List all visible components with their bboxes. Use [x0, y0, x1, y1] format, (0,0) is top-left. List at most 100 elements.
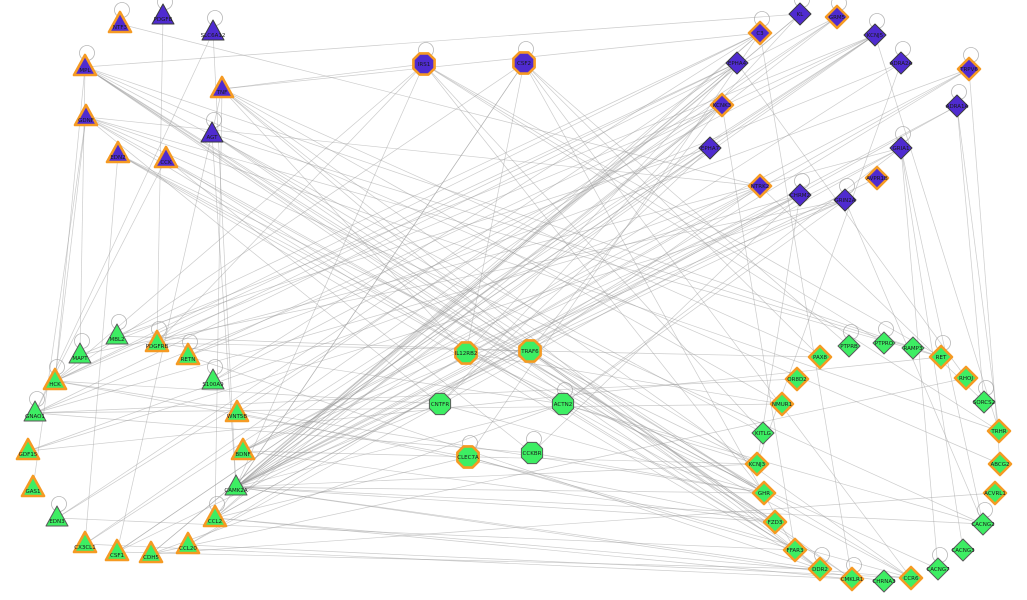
node-GHR[interactable] — [751, 480, 777, 506]
node-CCK[interactable] — [153, 145, 179, 169]
node-GRM5[interactable] — [824, 4, 850, 30]
node-GDF15[interactable] — [15, 437, 41, 461]
edge-HCK-EPHA4 — [54, 62, 738, 382]
edge-GDNF-CACNG2 — [85, 116, 984, 525]
diamond-shape-CACNG3 — [951, 538, 975, 562]
node-MPL[interactable] — [72, 53, 98, 77]
node-ACTN2[interactable] — [551, 392, 575, 416]
node-PTPRO[interactable] — [872, 331, 896, 355]
node-CLEC7A[interactable] — [456, 445, 480, 469]
triangle-shape-AGT — [200, 121, 224, 143]
diamond-shape-CMKLR1 — [839, 566, 865, 592]
node-KL[interactable] — [788, 2, 812, 26]
node-CACNG2[interactable] — [971, 512, 995, 536]
edge-MAPT-KCNJ5 — [79, 34, 876, 356]
edge-CAMK2A-KL — [235, 13, 801, 488]
node-CCKBR[interactable] — [520, 441, 544, 465]
edge-GRIA1-CACNG3 — [900, 147, 964, 551]
node-AVPR1B[interactable] — [864, 165, 890, 191]
node-FFAR3[interactable] — [782, 537, 808, 563]
node-CDH5[interactable] — [138, 540, 164, 564]
node-EDN2[interactable] — [105, 140, 131, 164]
node-EPHA7[interactable] — [698, 136, 722, 160]
node-IRS1[interactable] — [412, 52, 436, 76]
node-CACNG7[interactable] — [926, 557, 950, 581]
node-CAMK2A[interactable] — [224, 474, 248, 496]
node-EDN3[interactable] — [45, 505, 69, 527]
node-NTF3[interactable] — [107, 10, 133, 34]
node-KITLG[interactable] — [751, 421, 775, 445]
diamond-shape-KITLG — [751, 421, 775, 445]
node-KCNK3[interactable] — [709, 92, 735, 118]
node-GAS1[interactable] — [20, 474, 46, 498]
node-DDR2[interactable] — [807, 556, 833, 582]
node-RET[interactable] — [928, 344, 954, 370]
node-CCL2[interactable] — [202, 504, 228, 528]
edge-KCNK3-FFAR3 — [721, 104, 796, 551]
node-TRAF6[interactable] — [518, 339, 542, 363]
node-GDNF[interactable] — [73, 103, 99, 127]
node-MAPT[interactable] — [68, 342, 92, 364]
triangle-shape-EDN2 — [105, 140, 131, 164]
node-ADRA1A[interactable] — [945, 94, 969, 118]
node-WNT5B[interactable] — [224, 399, 250, 423]
node-PDGFB[interactable] — [151, 3, 175, 25]
node-MBL2[interactable] — [105, 323, 129, 345]
node-CHRNA3[interactable] — [872, 569, 896, 593]
edge-PTPRO-IRS1 — [423, 63, 885, 344]
node-OR8D2[interactable] — [784, 366, 810, 392]
node-SLC6A12[interactable] — [201, 19, 225, 41]
diamond-shape-FZD3 — [762, 509, 788, 535]
node-IL12RB2[interactable] — [454, 341, 478, 365]
node-GNAO1[interactable] — [23, 400, 47, 422]
node-CMKLR1[interactable] — [839, 566, 865, 592]
node-PTPRB[interactable] — [837, 334, 861, 358]
node-NTRK2[interactable] — [747, 173, 773, 199]
node-FZD3[interactable] — [762, 509, 788, 535]
edge-TNF-C3 — [221, 32, 761, 90]
node-C3[interactable] — [747, 20, 773, 46]
triangle-shape-CCL20 — [175, 531, 201, 555]
node-CACNG3[interactable] — [951, 538, 975, 562]
diamond-shape-CHRM2 — [788, 183, 812, 207]
node-CCR6[interactable] — [898, 565, 924, 591]
node-CSF2[interactable] — [512, 51, 536, 75]
node-PDGFRB[interactable] — [144, 329, 170, 353]
edge-CNTFR-HCK — [54, 380, 441, 405]
node-ACVRL1[interactable] — [982, 480, 1008, 506]
node-NMUR1[interactable] — [769, 391, 795, 417]
node-KCNJ5[interactable] — [863, 23, 887, 47]
node-CX3CL1[interactable] — [72, 530, 98, 554]
node-PAX8[interactable] — [807, 344, 833, 370]
node-RHOJ[interactable] — [953, 365, 979, 391]
node-TRPV6[interactable] — [956, 56, 982, 82]
node-CHRM2[interactable] — [788, 183, 812, 207]
node-RETN[interactable] — [175, 342, 201, 366]
node-ABCG2[interactable] — [987, 451, 1013, 477]
node-EPHA4[interactable] — [725, 51, 749, 75]
octagon-shape-CSF2 — [512, 51, 536, 75]
node-S100A9[interactable] — [201, 368, 225, 390]
node-CSF1[interactable] — [104, 538, 130, 562]
triangle-shape-CDH5 — [138, 540, 164, 564]
node-SORCS2[interactable] — [972, 390, 996, 414]
diamond-shape-KCNJ3 — [744, 451, 770, 477]
edge-CCL2-CCR6 — [214, 517, 912, 579]
node-CCL20[interactable] — [175, 531, 201, 555]
edge-CNTFR-KL — [439, 13, 801, 405]
node-TNF[interactable] — [209, 75, 235, 99]
node-BDNF[interactable] — [230, 437, 256, 461]
node-GRIN2A[interactable] — [833, 188, 857, 212]
diamond-shape-ADRA1A — [945, 94, 969, 118]
diamond-shape-AVPR1B — [864, 165, 890, 191]
edge-AGT-GHR — [211, 133, 765, 494]
node-RAMP3[interactable] — [901, 336, 925, 360]
node-ADRA2A[interactable] — [889, 51, 913, 75]
node-CNTFR[interactable] — [428, 392, 452, 416]
node-KCNJ3[interactable] — [744, 451, 770, 477]
node-GRIA1[interactable] — [889, 136, 913, 160]
node-AGT[interactable] — [200, 121, 224, 143]
node-HCK[interactable] — [42, 367, 68, 391]
node-TRHR[interactable] — [986, 418, 1012, 444]
